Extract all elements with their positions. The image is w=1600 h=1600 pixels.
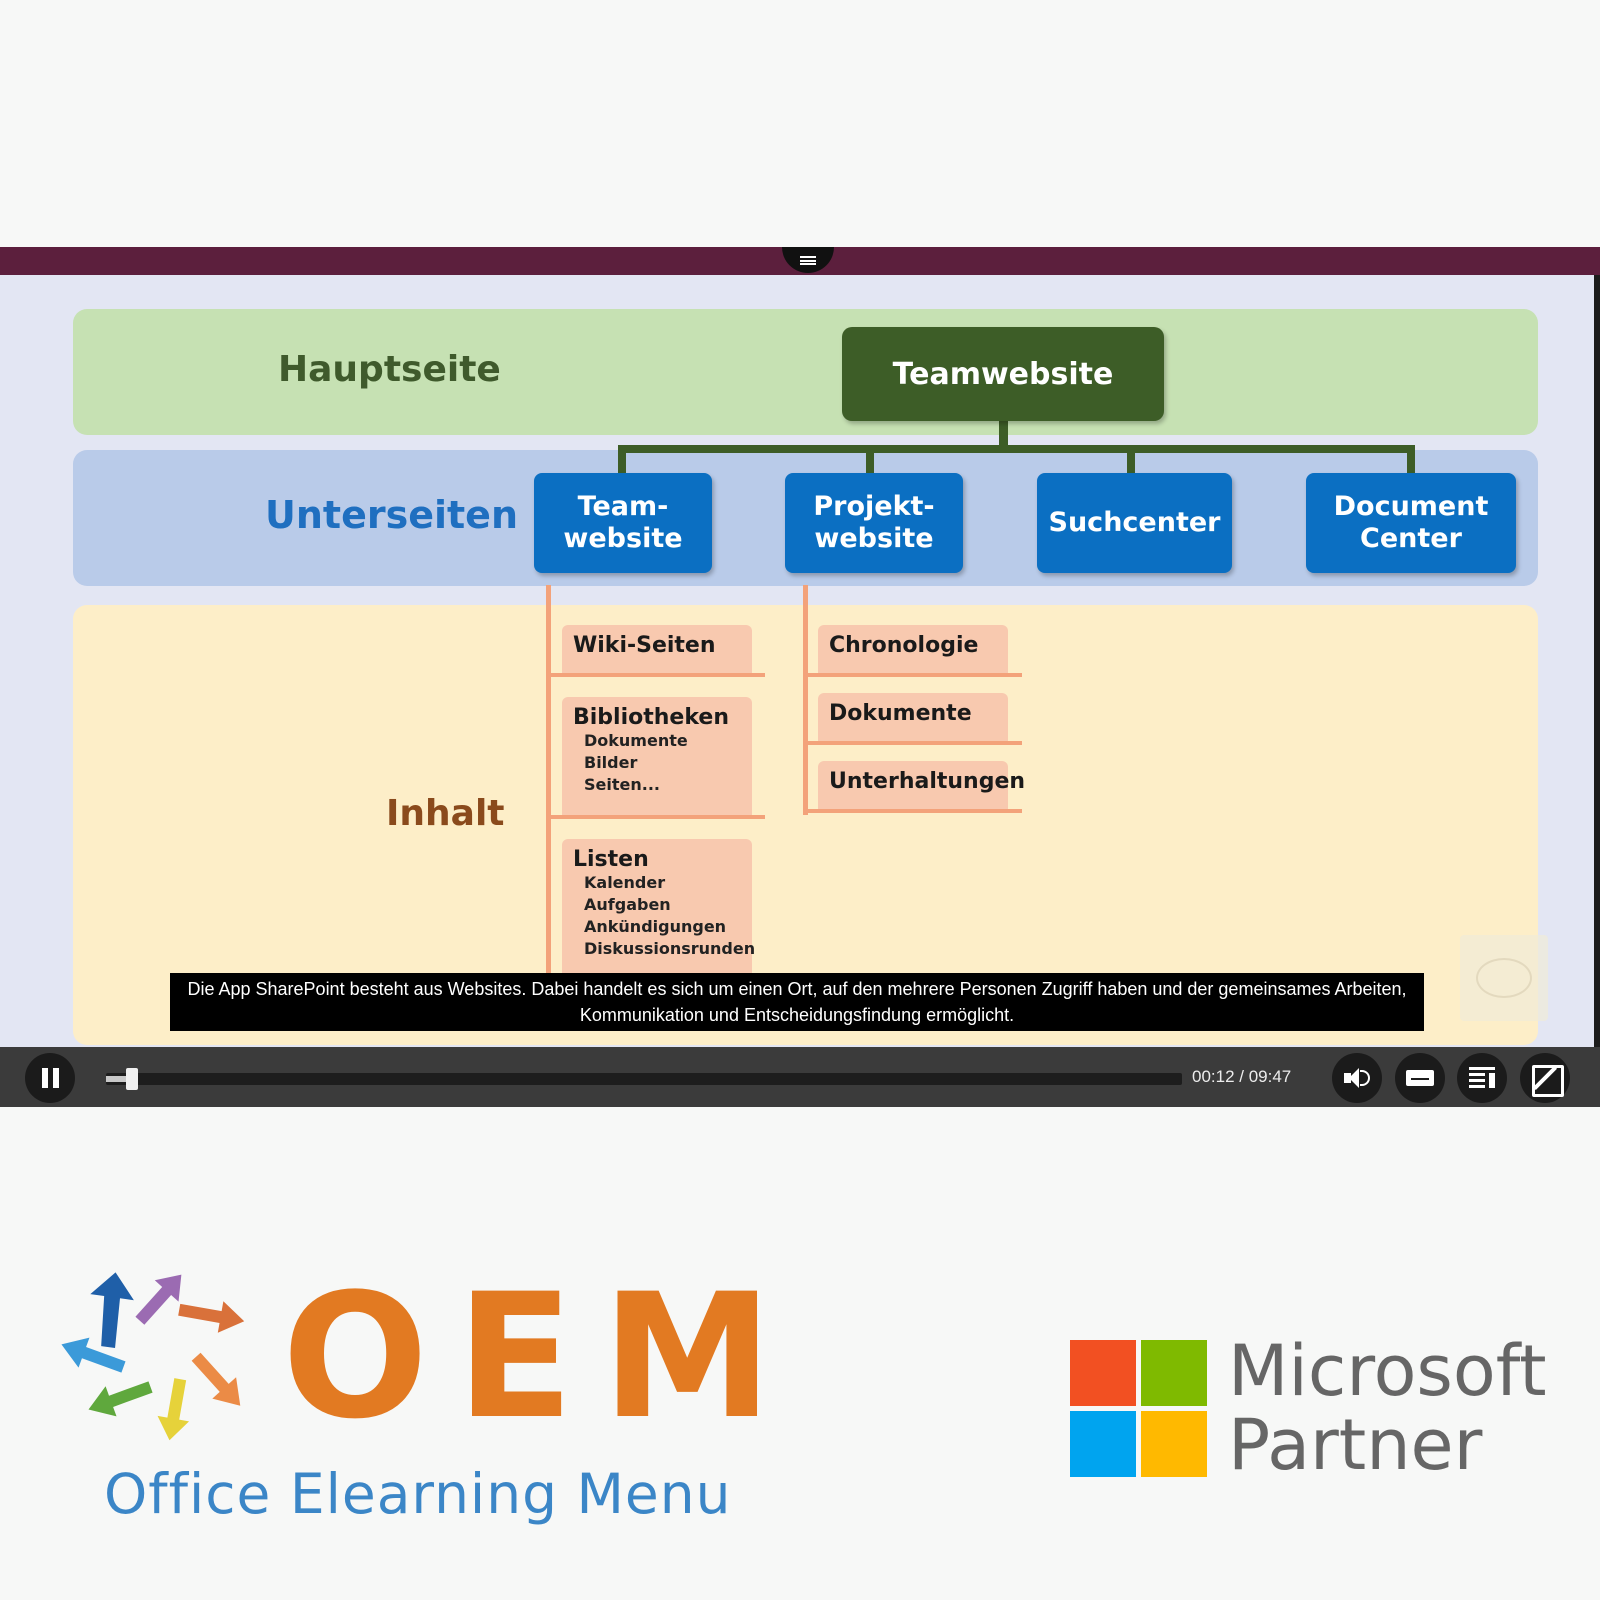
sub-node-project-website: Projekt- website xyxy=(785,473,963,573)
content-item-conversations: Unterhaltungen xyxy=(818,761,1026,809)
content-label: Inhalt xyxy=(386,793,505,834)
item-title: Listen xyxy=(573,847,649,872)
ms-logo-square-icon xyxy=(1070,1340,1136,1406)
captions-button[interactable] xyxy=(1395,1053,1445,1103)
item-underline xyxy=(806,741,1022,745)
item-title: Bibliotheken xyxy=(573,705,729,730)
arrows-logo-icon xyxy=(61,1272,245,1441)
item-title: Unterhaltungen xyxy=(829,769,1026,794)
player-controls: 00:12 / 09:47 xyxy=(0,1047,1600,1107)
tree-connector xyxy=(866,445,874,475)
content-item-libraries: Bibliotheken Dokumente Bilder Seiten... xyxy=(562,697,752,815)
volume-button[interactable] xyxy=(1332,1053,1382,1103)
video-player: Hauptseite Unterseiten Inhalt Teamwebsit… xyxy=(0,247,1600,1107)
player-menu-toggle[interactable] xyxy=(782,247,834,273)
time-display: 00:12 / 09:47 xyxy=(1192,1067,1292,1086)
oem-logo: OEM Office Elearning Menu xyxy=(50,1262,773,1562)
frame-edge xyxy=(1594,275,1600,1047)
chapters-icon xyxy=(1469,1067,1495,1089)
root-node-teamwebsite: Teamwebsite xyxy=(842,327,1164,421)
subpages-label: Unterseiten xyxy=(265,493,518,537)
main-page-label: Hauptseite xyxy=(278,349,501,390)
fullscreen-button[interactable] xyxy=(1520,1053,1570,1103)
item-underline xyxy=(806,809,1022,813)
item-underline xyxy=(549,815,765,819)
branch-line xyxy=(803,585,808,815)
progress-bar[interactable] xyxy=(106,1068,1182,1090)
item-title: Dokumente xyxy=(829,701,972,726)
menu-icon xyxy=(800,255,816,265)
oem-wordmark: OEM xyxy=(282,1256,801,1457)
oem-tagline: Office Elearning Menu xyxy=(104,1462,732,1526)
pause-icon xyxy=(41,1068,59,1088)
caption-line: Die App SharePoint besteht aus Websites.… xyxy=(187,979,1407,999)
item-subentry: Diskussionsrunden xyxy=(584,939,756,958)
main-page-band xyxy=(73,309,1538,435)
content-item-lists: Listen Kalender Aufgaben Ankündigungen D… xyxy=(562,839,756,975)
item-subentry: Ankündigungen xyxy=(584,917,727,936)
content-item-documents: Dokumente xyxy=(818,693,1008,741)
tree-connector xyxy=(999,421,1008,451)
sub-node-document-center: Document Center xyxy=(1306,473,1516,573)
ms-logo-square-icon xyxy=(1070,1411,1136,1477)
item-title: Wiki-Seiten xyxy=(573,633,716,658)
captions-icon xyxy=(1406,1070,1434,1086)
item-underline xyxy=(806,673,1022,677)
branch-line xyxy=(546,585,551,975)
sub-node-search-center: Suchcenter xyxy=(1037,473,1232,573)
item-title: Chronologie xyxy=(829,633,979,658)
caption-line: Kommunikation und Entscheidungsfindung e… xyxy=(579,1005,1015,1025)
subtitle-caption: Die App SharePoint besteht aus Websites.… xyxy=(170,973,1424,1031)
progress-played xyxy=(106,1076,128,1082)
tree-connector xyxy=(1407,445,1415,475)
watermark-logo-icon xyxy=(1476,958,1532,998)
microsoft-word: Microsoft xyxy=(1228,1330,1547,1412)
tree-connector xyxy=(618,445,626,475)
partner-word: Partner xyxy=(1228,1404,1483,1486)
ms-logo-square-icon xyxy=(1141,1411,1207,1477)
item-subentry: Seiten... xyxy=(584,775,660,794)
item-underline xyxy=(549,673,765,677)
item-subentry: Aufgaben xyxy=(584,895,671,914)
content-item-wiki: Wiki-Seiten xyxy=(562,625,752,673)
tree-connector xyxy=(1127,445,1135,475)
item-subentry: Bilder xyxy=(584,753,638,772)
sub-node-team-website: Team- website xyxy=(534,473,712,573)
video-watermark xyxy=(1460,935,1548,1021)
ms-logo-square-icon xyxy=(1141,1340,1207,1406)
player-top-bar xyxy=(0,247,1600,275)
progress-scrubber[interactable] xyxy=(126,1068,138,1090)
volume-icon xyxy=(1344,1068,1370,1088)
content-item-chronology: Chronologie xyxy=(818,625,1008,673)
item-subentry: Dokumente xyxy=(584,731,688,750)
tree-connector xyxy=(618,445,1415,453)
pause-button[interactable] xyxy=(25,1053,75,1103)
chapters-button[interactable] xyxy=(1457,1053,1507,1103)
item-subentry: Kalender xyxy=(584,873,666,892)
fullscreen-icon xyxy=(1532,1065,1564,1097)
microsoft-partner-logo: Microsoft Partner xyxy=(1070,1336,1590,1486)
video-frame[interactable]: Hauptseite Unterseiten Inhalt Teamwebsit… xyxy=(0,275,1600,1047)
